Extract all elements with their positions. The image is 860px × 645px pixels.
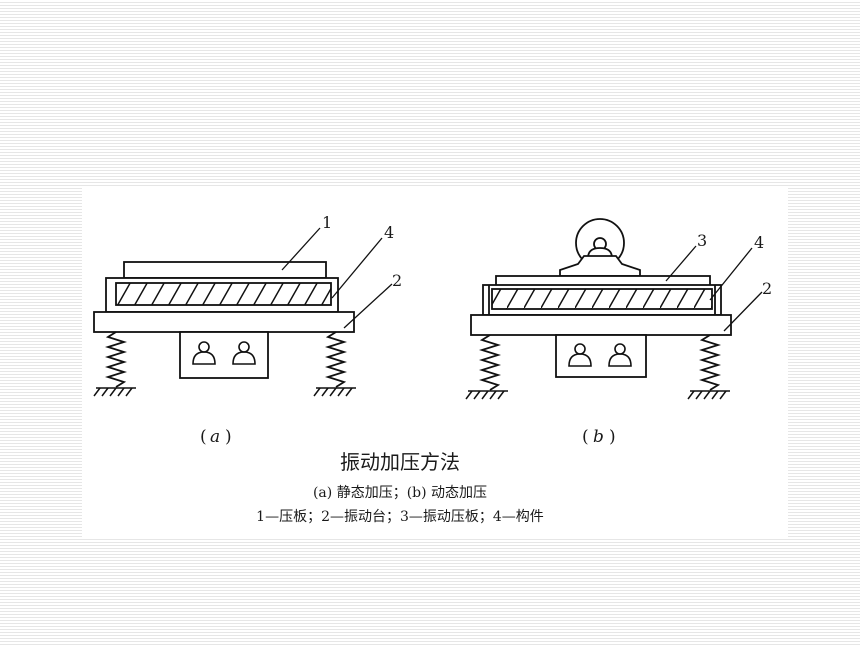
ground-icon xyxy=(465,390,508,400)
leader-line xyxy=(281,227,321,271)
vibrator-mount xyxy=(559,255,641,277)
spring-icon xyxy=(324,331,348,388)
ground-icon xyxy=(687,390,730,400)
vibrator-motor-icon xyxy=(568,343,632,367)
vibration-pressing-diagram: 1 4 2 ( a ) xyxy=(93,213,772,525)
diagram-a-label: ( a ) xyxy=(200,427,232,447)
spring-icon xyxy=(698,334,722,391)
ground-icon xyxy=(313,387,356,397)
callout-1-a: 1 xyxy=(322,213,332,232)
label-paren-close: ) xyxy=(225,427,232,447)
vibrator-box-a xyxy=(179,331,269,379)
callout-4-a: 4 xyxy=(384,223,394,242)
leader-line xyxy=(665,245,697,282)
spring-icon xyxy=(104,331,128,388)
spring-icon xyxy=(478,334,502,391)
callout-2-a: 2 xyxy=(392,271,402,290)
leader-line xyxy=(723,291,763,332)
callout-4-b: 4 xyxy=(754,233,764,252)
leader-line xyxy=(709,247,753,301)
label-paren-open: ( xyxy=(200,427,207,447)
callout-2-b: 2 xyxy=(762,279,772,298)
diagram-b-label: ( b ) xyxy=(582,427,616,447)
diagram-a xyxy=(93,227,393,397)
callout-3-b: 3 xyxy=(697,231,707,250)
caption-line-1: (a) 静态加压；(b) 动态加压 xyxy=(313,485,487,501)
label-letter-b: b xyxy=(593,427,604,447)
component-b xyxy=(491,288,713,310)
vibrating-table-a xyxy=(93,311,355,333)
caption-line-2: 1—压板；2—振动台；3—振动压板；4—构件 xyxy=(256,509,544,525)
vibrating-table-b xyxy=(470,314,732,336)
leader-line xyxy=(331,237,383,299)
label-paren-close: ) xyxy=(609,427,616,447)
pressing-plate-a xyxy=(123,261,327,279)
label-letter-a: a xyxy=(210,427,220,447)
figure-panel: 1 4 2 ( a ) xyxy=(82,188,788,538)
label-paren-open: ( xyxy=(582,427,589,447)
vibrator-motor-icon xyxy=(192,341,256,365)
leader-line xyxy=(343,283,393,329)
vibrator-box-b xyxy=(555,334,647,378)
figure-title: 振动加压方法 xyxy=(340,450,460,474)
ground-icon xyxy=(93,387,136,397)
diagram-b xyxy=(465,218,763,400)
component-a xyxy=(115,282,332,306)
